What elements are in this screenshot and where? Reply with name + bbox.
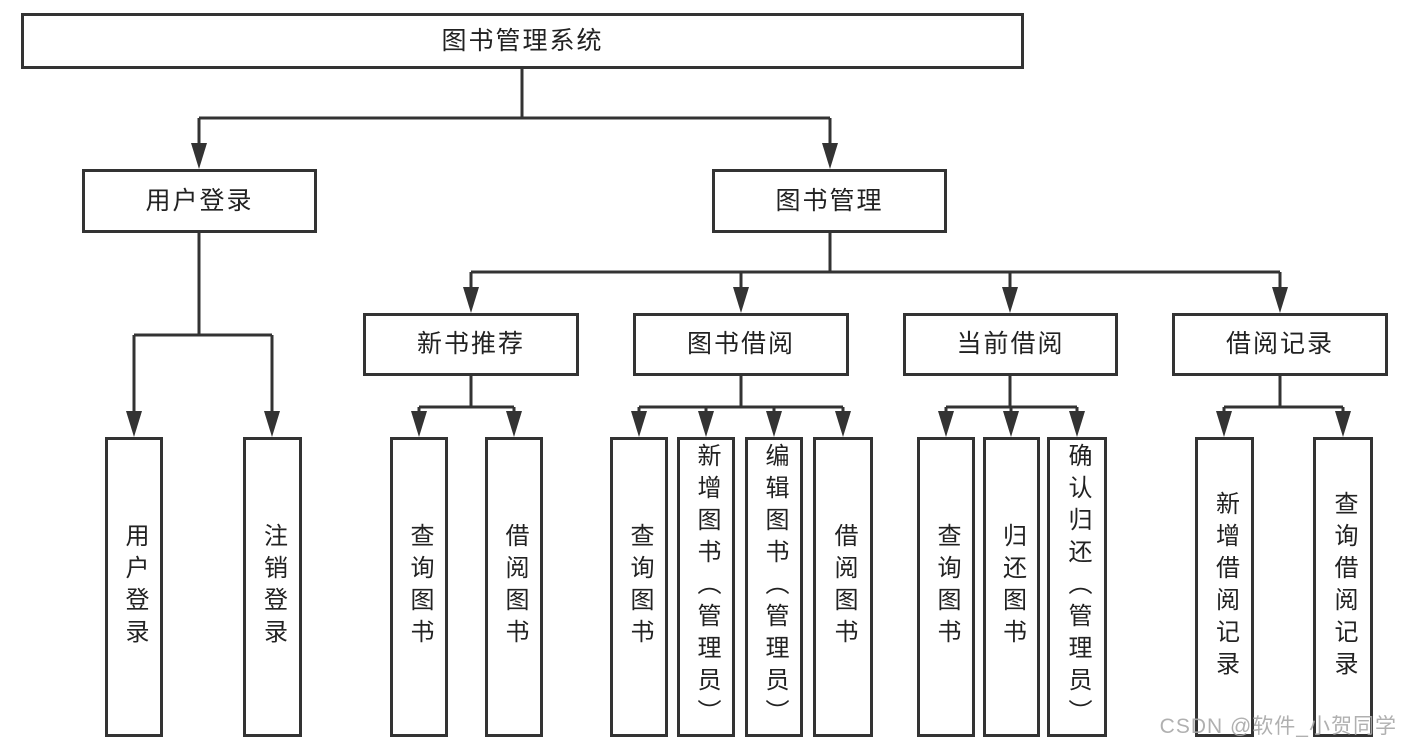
arrow-down-icon xyxy=(126,411,142,437)
node-label: 图书管理系统 xyxy=(441,26,604,55)
arrow-down-icon xyxy=(938,411,954,437)
arrow-down-icon xyxy=(1272,287,1288,313)
leaf-borrow-books-recommend: 借阅图书 xyxy=(485,437,543,737)
arrow-down-icon xyxy=(733,287,749,313)
node-current-borrowing: 当前借阅 xyxy=(903,313,1118,376)
arrow-down-icon xyxy=(1002,287,1018,313)
connector-current-borrowing xyxy=(944,376,1079,412)
leaf-confirm-return-admin: 确认归还（管理员） xyxy=(1047,437,1107,737)
connector-new-book xyxy=(417,376,516,412)
node-label: 新增图书（管理员） xyxy=(693,443,720,731)
leaf-add-books-admin: 新增图书（管理员） xyxy=(677,437,735,737)
node-new-book-recommendation: 新书推荐 xyxy=(363,313,579,376)
arrow-down-icon xyxy=(1216,411,1232,437)
arrow-down-icon xyxy=(506,411,522,437)
connector-user-login xyxy=(132,233,274,412)
connector-root xyxy=(197,69,832,144)
arrow-down-icon xyxy=(1003,411,1019,437)
leaf-query-books-recommend: 查询图书 xyxy=(390,437,448,737)
connector-book-management xyxy=(469,233,1282,288)
arrow-down-icon xyxy=(1069,411,1085,437)
leaf-query-books-borrow: 查询图书 xyxy=(610,437,668,737)
arrow-down-icon xyxy=(822,143,838,169)
arrow-down-icon xyxy=(835,411,851,437)
node-label: 注销登录 xyxy=(259,523,287,651)
node-label: 用户登录 xyxy=(121,523,148,651)
node-label: 借阅图书 xyxy=(501,523,528,651)
leaf-logout: 注销登录 xyxy=(243,437,302,737)
node-label: 新书推荐 xyxy=(416,330,525,358)
leaf-return-books: 归还图书 xyxy=(983,437,1040,737)
arrow-down-icon xyxy=(1335,411,1351,437)
node-user-login: 用户登录 xyxy=(82,169,317,233)
node-label: 查询借阅记录 xyxy=(1330,491,1357,683)
leaf-add-borrow-record: 新增借阅记录 xyxy=(1195,437,1254,737)
arrow-down-icon xyxy=(698,411,714,437)
csdn-watermark: CSDN @软件_小贺同学 xyxy=(1159,715,1397,738)
node-label: 查询图书 xyxy=(406,523,433,651)
node-library-system: 图书管理系统 xyxy=(21,13,1024,69)
node-label: 归还图书 xyxy=(998,523,1026,651)
node-label: 查询图书 xyxy=(933,523,960,651)
node-label: 编辑图书（管理员） xyxy=(761,443,788,731)
connector-borrowing-records xyxy=(1222,376,1345,412)
arrow-down-icon xyxy=(264,411,280,437)
node-borrowing-records: 借阅记录 xyxy=(1172,313,1388,376)
arrow-down-icon xyxy=(766,411,782,437)
arrow-down-icon xyxy=(463,287,479,313)
node-label: 用户登录 xyxy=(145,186,254,215)
node-label: 图书借阅 xyxy=(686,330,795,358)
node-label: 新增借阅记录 xyxy=(1211,491,1239,683)
node-book-borrowing: 图书借阅 xyxy=(633,313,849,376)
arrow-down-icon xyxy=(631,411,647,437)
arrow-down-icon xyxy=(411,411,427,437)
node-label: 借阅记录 xyxy=(1225,330,1334,358)
connector-book-borrowing xyxy=(637,376,845,412)
node-label: 查询图书 xyxy=(626,523,653,651)
leaf-user-login: 用户登录 xyxy=(105,437,163,737)
node-label: 确认归还（管理员） xyxy=(1064,443,1091,731)
node-label: 当前借阅 xyxy=(956,330,1065,358)
node-book-management: 图书管理 xyxy=(712,169,947,233)
leaf-edit-books-admin: 编辑图书（管理员） xyxy=(745,437,803,737)
node-label: 图书管理 xyxy=(775,186,884,215)
arrow-down-icon xyxy=(191,143,207,169)
leaf-query-books-current: 查询图书 xyxy=(917,437,975,737)
leaf-query-borrow-record: 查询借阅记录 xyxy=(1313,437,1373,737)
node-label: 借阅图书 xyxy=(830,523,857,651)
leaf-borrow-books: 借阅图书 xyxy=(813,437,873,737)
